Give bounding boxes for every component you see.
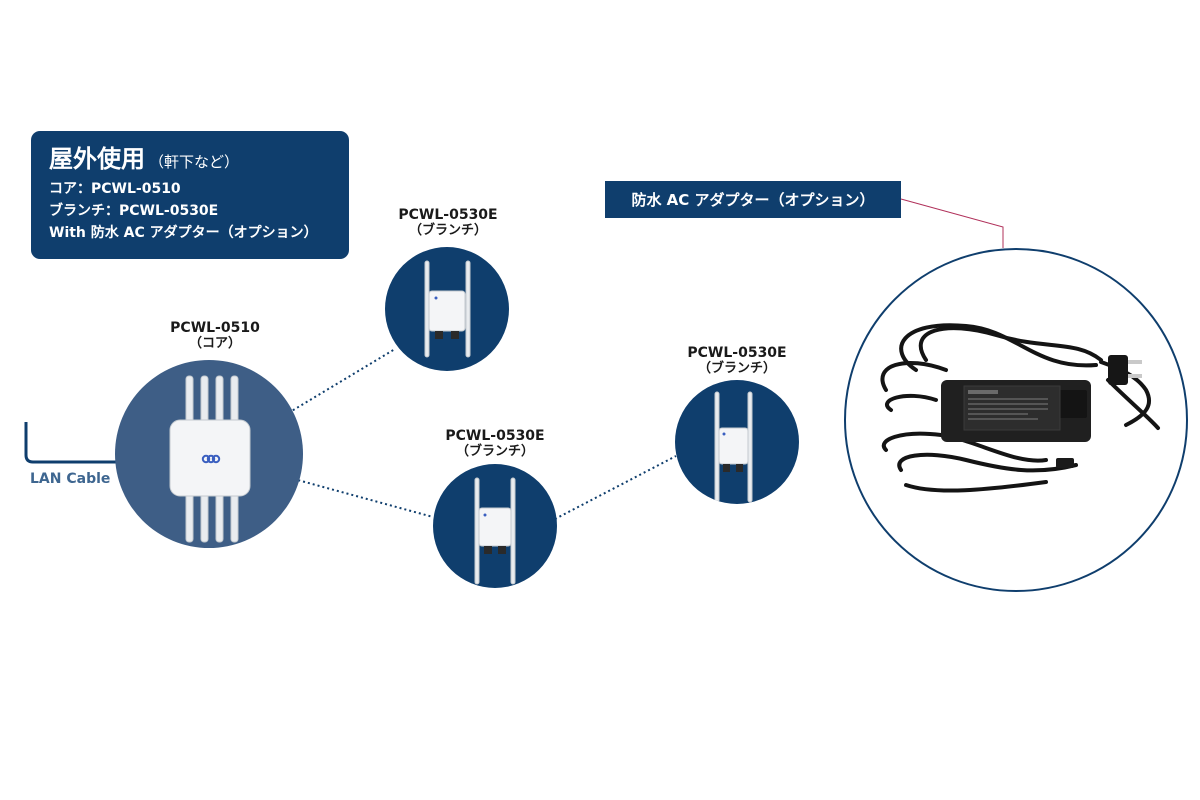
core-role: （コア） [188,336,241,351]
ac-adapter-icon [880,323,1160,493]
core-model: PCWL-0510 [170,320,260,336]
info-line-adapter: With 防水 AC アダプター（オプション） [49,225,318,241]
info-title-sub: （軒下など） [149,153,240,171]
adapter-circle [844,248,1188,592]
core-device-icon [169,375,251,543]
branch-right-device-icon [714,391,753,503]
lan-cable-label: LAN Cable [30,471,111,487]
branch-right-model: PCWL-0530E [687,345,787,361]
link-core-branch-top [249,348,396,437]
link-branch-mid-branch-right [554,455,677,520]
info-title-main: 屋外使用 [49,145,145,173]
branch-top-node [385,247,509,371]
branch-top-label: PCWL-0530E （ブランチ） [383,207,513,239]
branch-right-role: （ブランチ） [697,361,776,376]
branch-mid-model: PCWL-0530E [445,428,545,444]
info-line-branch: ブランチ：PCWL-0530E [49,203,219,219]
branch-mid-role: （ブランチ） [455,444,534,459]
adapter-tag: 防水 AC アダプター（オプション） [605,181,901,218]
info-box: 屋外使用（軒下など） コア：PCWL-0510 ブランチ：PCWL-0530E … [31,131,349,259]
branch-mid-device-icon [474,477,516,585]
branch-right-label: PCWL-0530E （ブランチ） [672,345,802,377]
adapter-connector-line [900,198,1004,248]
lan-cable-line [24,422,116,464]
branch-top-model: PCWL-0530E [398,207,498,223]
info-line-core: コア：PCWL-0510 [49,181,181,197]
branch-right-node [675,380,799,504]
core-label: PCWL-0510 （コア） [150,320,280,352]
branch-top-device-icon [424,260,471,358]
branch-top-role: （ブランチ） [408,223,487,238]
core-node [115,360,303,548]
info-title: 屋外使用（軒下など） [49,143,349,178]
branch-mid-label: PCWL-0530E （ブランチ） [430,428,560,460]
branch-mid-node [433,464,557,588]
